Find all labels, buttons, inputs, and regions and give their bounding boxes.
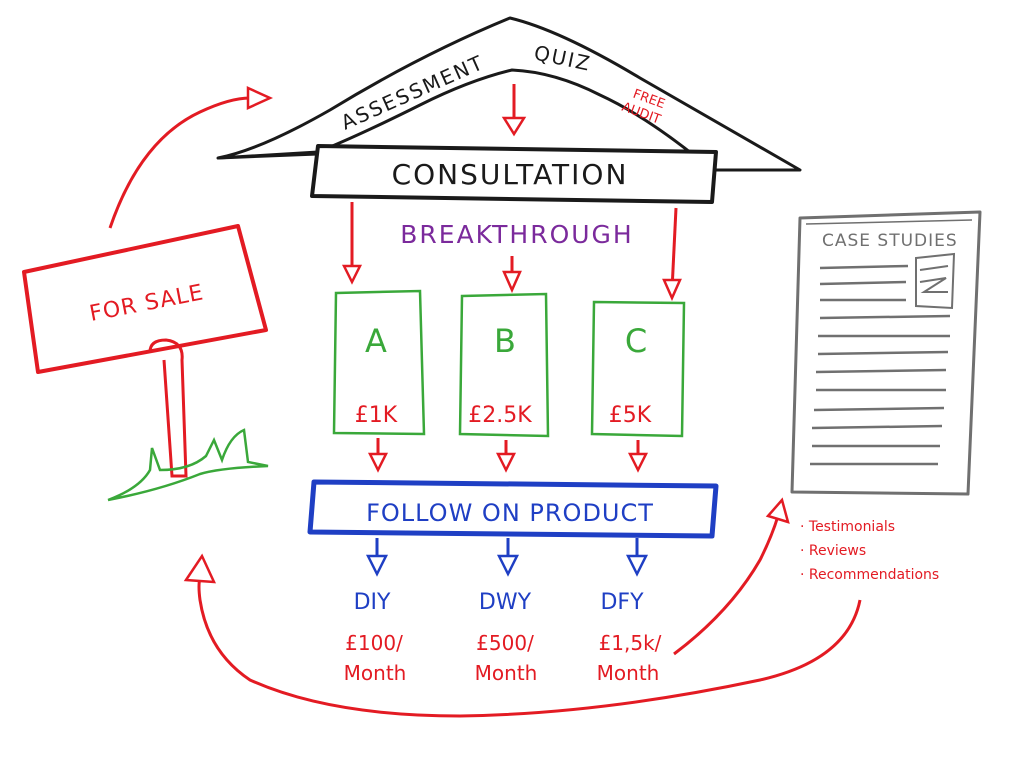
option-c-letter: C [625,322,647,360]
sign-post [148,338,188,478]
arrow-c-down-head [627,452,649,473]
options-to-followon-arrows [367,438,649,473]
case-studies-bullet-3: · Recommendations [800,567,939,583]
arrow-to-c [670,207,678,291]
arrow-a-down-head [367,452,389,473]
case-studies-bullet-2: · Reviews [800,543,866,559]
sign-to-roof-arrow [108,96,251,229]
doc-text-lines [810,264,951,466]
tier-dfy-period: Month [597,661,660,685]
breakthrough-label: BREAKTHROUGH [400,220,633,249]
grass [107,428,269,502]
tier-diy-name: DIY [354,590,391,615]
option-b-price: £2.5K [468,403,532,428]
follow-on-box [307,479,719,539]
case-studies-title: CASE STUDIES [822,231,958,251]
dfy-to-case-studies-arrowhead [765,497,790,524]
bottom-loop-arrowhead [183,553,217,584]
tier-dwy-name: DWY [479,590,532,615]
tier-dwy-period: Month [475,661,538,685]
loop-arrows [108,86,862,718]
arrow-to-a-head [341,264,363,285]
follow-on-label: FOLLOW ON PRODUCT [366,499,654,527]
option-box-b [458,292,550,438]
sign-to-roof-arrowhead [246,86,274,110]
case-studies-document [790,210,982,496]
roof-down-arrowhead [501,116,527,137]
option-a-letter: A [365,322,387,360]
followon-to-tiers-arrows [365,538,649,577]
dfy-to-case-studies-arrow [673,515,780,656]
consultation-label: CONSULTATION [392,158,629,191]
tier-dfy-price: £1,5k/ [599,631,662,655]
option-a-price: £1K [355,403,398,428]
bottom-loop-arrow [197,577,862,718]
arrow-dwy-head [496,554,520,577]
roof [216,16,802,172]
consultation-to-options-arrows [341,202,682,302]
arrow-diy-head [365,554,389,577]
case-studies-bullet-1: · Testimonials [800,519,895,535]
arrow-to-c-head [662,278,682,302]
arrow-b-down-head [495,452,517,473]
arrow-to-b-head [502,270,522,294]
option-b-letter: B [494,322,516,360]
for-sale-sign [22,224,269,502]
tier-dwy-price: £500/ [476,631,534,655]
option-box-a [332,289,426,436]
tier-diy-period: Month [344,661,407,685]
consultation-box [310,144,718,204]
option-c-price: £5K [609,403,652,428]
arrow-dfy-head [625,554,649,577]
tier-diy-price: £100/ [345,631,403,655]
tier-dfy-name: DFY [600,590,644,615]
option-box-c [590,300,686,438]
